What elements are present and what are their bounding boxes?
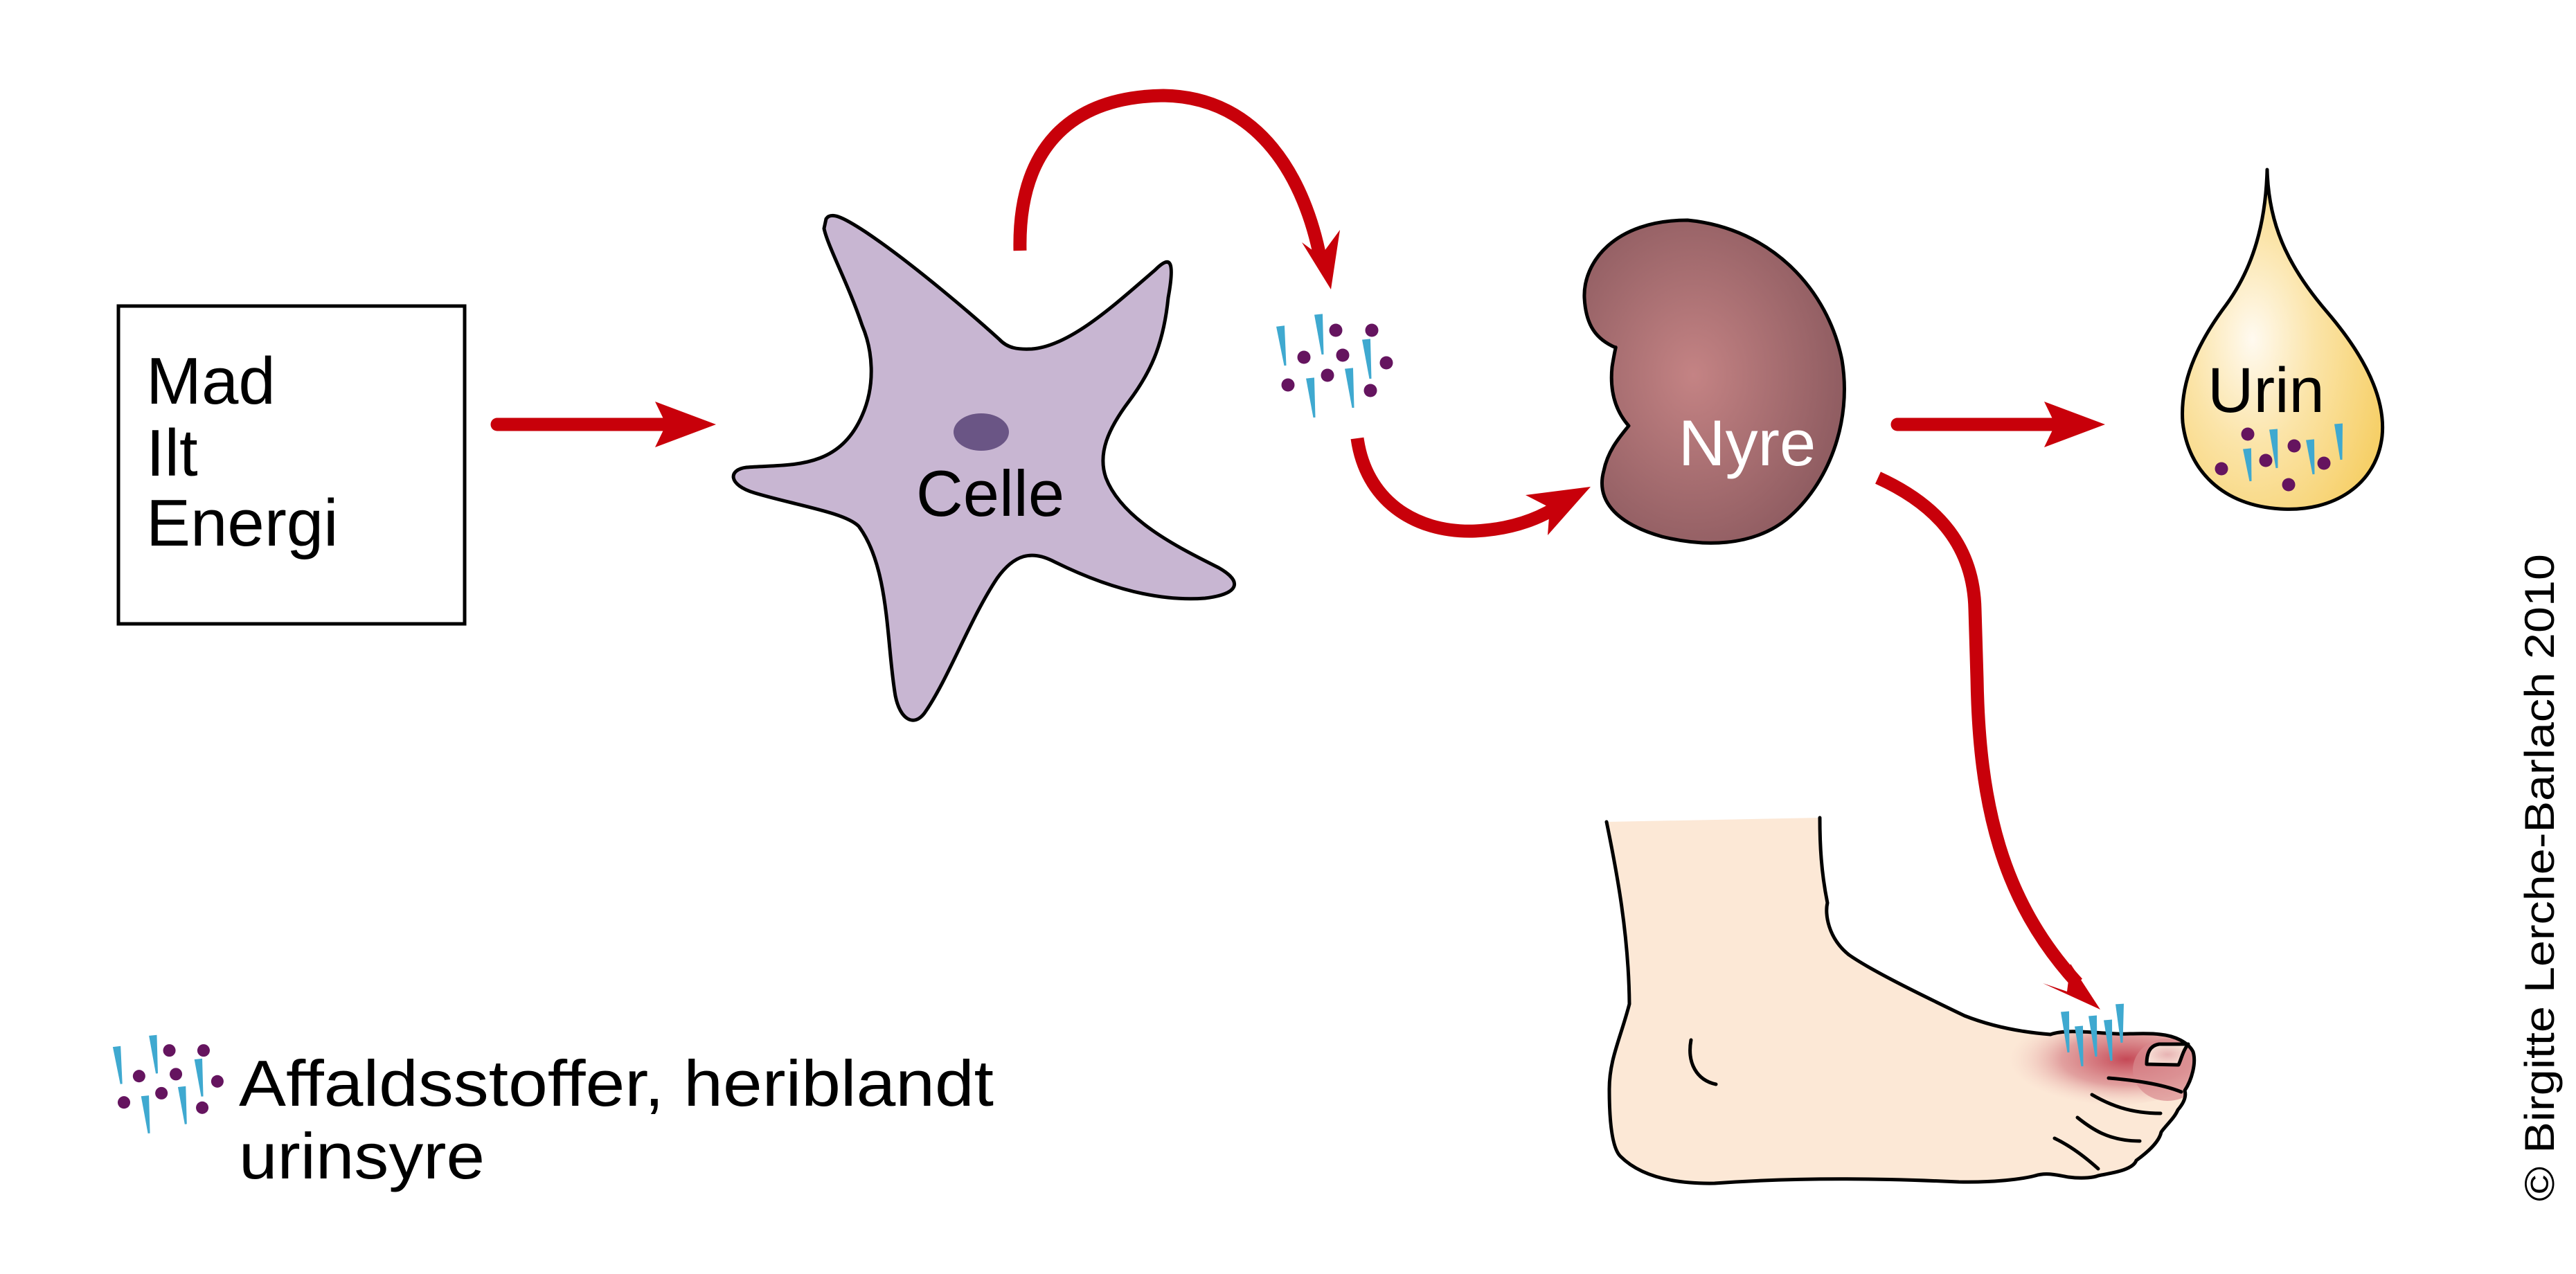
urine-label: Urin [2208, 355, 2325, 426]
crystal-spike [2088, 1015, 2098, 1057]
copyright-notice: © Birgitte Lerche-Barlach 2010 [2516, 554, 2563, 1201]
arrow-head [2043, 964, 2100, 1010]
waste-particles-icon [112, 1034, 224, 1134]
arrow-box-to-cell [490, 402, 716, 447]
crystal-spike [2243, 448, 2252, 482]
arrow-kidney-to-foot [1875, 472, 2100, 1010]
waste-dot [1321, 368, 1334, 382]
crystal-spike [1306, 377, 1316, 418]
waste-dot [2215, 462, 2228, 476]
crystal-spike [112, 1046, 123, 1084]
waste-dot [155, 1086, 168, 1100]
crystal-spike [1362, 339, 1372, 379]
arrow-head [2044, 402, 2105, 447]
kidney: Nyre [1582, 218, 1846, 545]
crystal-spike [2306, 439, 2315, 475]
arrow-shaft [1013, 89, 1327, 261]
waste-dot [132, 1070, 145, 1083]
arrow-kidney-to-urine [1890, 402, 2105, 447]
crystal-spike [2061, 1011, 2070, 1053]
waste-dot [163, 1044, 176, 1057]
cell-body [731, 213, 1236, 722]
toe-line-2 [2090, 1093, 2163, 1115]
urine-drop: Urin [2181, 168, 2385, 511]
toe-urate-crystals [2061, 1003, 2124, 1067]
waste-dot [2259, 454, 2273, 467]
arrow-waste-to-kidney [1350, 437, 1591, 538]
waste-dot [1297, 350, 1311, 364]
kidney-label: Nyre [1679, 406, 1816, 479]
crystal-spike [1345, 368, 1354, 409]
cell: Celle [731, 213, 1236, 722]
crystal-spike [2334, 423, 2343, 460]
arrow-head [1302, 230, 1340, 289]
urine-waste-particles [2215, 423, 2343, 492]
input-box-line-food: Mad [146, 344, 276, 418]
waste-dot [1365, 323, 1379, 337]
crystal-spike [177, 1086, 187, 1124]
legend-label-line2: urinsyre [239, 1120, 485, 1192]
foot-outline-back [1604, 816, 2197, 1185]
waste-dot [117, 1096, 131, 1109]
waste-dot [1379, 356, 1393, 370]
crystal-spike [1314, 314, 1324, 355]
arrow-cell-to-waste [1013, 89, 1340, 289]
waste-dot [2317, 456, 2331, 470]
crystal-spike [194, 1058, 204, 1097]
foot [1604, 816, 2197, 1185]
legend: Affaldsstoffer, heriblandt urinsyre [112, 1034, 994, 1192]
toe-line-3 [2075, 1115, 2142, 1143]
arrow-shaft [1875, 472, 2083, 988]
legend-label-line1: Affaldsstoffer, heriblandt [239, 1047, 994, 1120]
crystal-spike [2104, 1019, 2113, 1061]
cell-nucleus [954, 413, 1009, 451]
waste-dot [1329, 323, 1343, 337]
waste-particles-cluster [1276, 314, 1393, 418]
cell-label: Celle [916, 457, 1064, 530]
input-box: Mad Ilt Energi [116, 304, 467, 626]
input-box-frame [116, 304, 467, 626]
input-box-line-energy: Energi [146, 486, 339, 560]
toenail [2145, 1042, 2190, 1067]
crystal-spike [149, 1034, 158, 1074]
waste-dot [2287, 439, 2301, 453]
waste-dot [170, 1068, 183, 1081]
urine-drop-body [2181, 168, 2385, 511]
waste-dot [2282, 478, 2296, 492]
crystal-spike [2116, 1003, 2124, 1043]
arrow-head [655, 402, 716, 447]
waste-dot [1281, 378, 1295, 392]
crystal-spike [2269, 429, 2278, 469]
toe-line-1 [2107, 1076, 2183, 1094]
toe-line-4 [2052, 1136, 2100, 1171]
waste-dot [211, 1075, 224, 1088]
waste-dot [196, 1101, 209, 1114]
waste-dot [1363, 384, 1377, 397]
crystal-spike [141, 1095, 150, 1134]
kidney-body [1582, 218, 1846, 545]
waste-dot [197, 1044, 210, 1057]
input-box-line-oxygen: Ilt [146, 416, 198, 490]
crystal-spike [1276, 325, 1287, 366]
ankle-bone-line [1688, 1038, 1718, 1086]
waste-dot [1336, 348, 1350, 362]
waste-dot [2241, 427, 2255, 441]
arrow-head [1526, 487, 1591, 535]
arrow-shaft [1350, 437, 1566, 538]
crystal-spike [2075, 1025, 2084, 1067]
